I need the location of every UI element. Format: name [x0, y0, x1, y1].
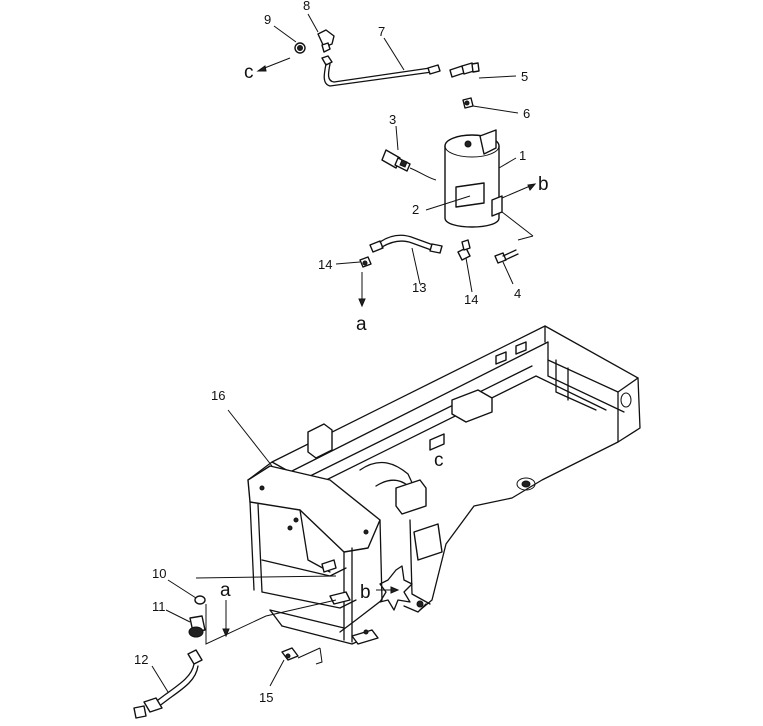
part-3-valve — [381, 149, 437, 181]
callout-16: 16 — [211, 388, 225, 403]
ref-a-mid: a — [356, 314, 367, 335]
part-11-adapter — [188, 615, 206, 638]
callout-10: 10 — [152, 566, 166, 581]
part-7-hose — [321, 55, 441, 87]
part-5-tee-fitting — [449, 62, 480, 78]
arrow-c-top — [256, 57, 291, 72]
part-15-fitting — [281, 647, 299, 661]
callout-4: 4 — [514, 286, 521, 301]
callout-13: 13 — [412, 280, 426, 295]
arrow-a-mid — [358, 272, 366, 308]
ref-a-lower: a — [220, 580, 231, 601]
callout-8: 8 — [303, 0, 310, 13]
callout-7: 7 — [378, 24, 385, 39]
callout-11: 11 — [152, 599, 166, 614]
part-12-hose — [133, 649, 203, 719]
leader-lines-lower — [151, 409, 337, 693]
callout-3: 3 — [389, 112, 396, 127]
part-8-elbow-fitting — [317, 29, 335, 53]
part-4-bolt — [494, 249, 519, 264]
arrow-b-frame — [376, 586, 400, 594]
ref-b-right: b — [538, 174, 549, 195]
part-1-tank — [444, 129, 503, 228]
callout-2: 2 — [412, 202, 419, 217]
callout-6: 6 — [523, 106, 530, 121]
callout-14-left: 14 — [318, 257, 332, 272]
part-16-main-frame — [247, 325, 641, 645]
part-14-elbow-right — [457, 239, 471, 261]
callout-1: 1 — [519, 148, 526, 163]
callout-15: 15 — [259, 690, 273, 705]
part-6-adapter — [462, 97, 474, 109]
part-9-nut — [294, 42, 306, 54]
leader-lines-upper — [273, 13, 534, 293]
ref-c-top: c — [244, 62, 254, 83]
arrow-b-right — [501, 183, 537, 199]
part-13-tube — [369, 234, 443, 254]
callout-12: 12 — [134, 652, 148, 667]
ref-b-frame: b — [360, 582, 371, 603]
ref-c-frame: c — [434, 450, 444, 471]
callout-5: 5 — [521, 69, 528, 84]
part-14-elbow-left — [359, 256, 372, 268]
arrow-a-lower — [222, 600, 230, 638]
callout-14-right: 14 — [464, 292, 478, 307]
callout-9: 9 — [264, 12, 271, 27]
part-10-fitting — [194, 595, 206, 605]
